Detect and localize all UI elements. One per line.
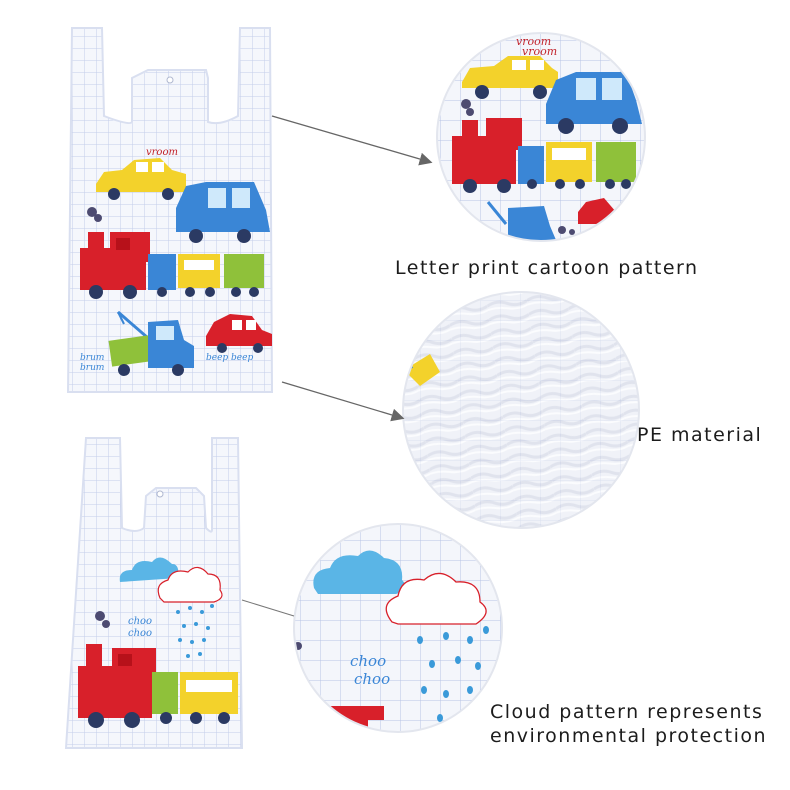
choo-text-zoom-2: choo <box>354 670 390 688</box>
caption-cloud-line2: environmental protection <box>490 725 768 747</box>
vroom-text-zoom: vroom <box>516 35 551 48</box>
bag-icon <box>66 27 274 393</box>
choo-text-2: choo <box>128 628 152 639</box>
train-icon <box>78 644 238 728</box>
zoom-circle-material <box>402 291 640 529</box>
car-icon <box>462 56 558 99</box>
caption-cloud: Cloud pattern represents environmental p… <box>490 700 767 748</box>
arrow-icon <box>281 381 405 422</box>
vroom-text: vroom <box>146 147 178 158</box>
car-icon <box>176 182 270 243</box>
caption-material: PE material <box>637 424 763 446</box>
truck-icon <box>108 310 194 376</box>
train-icon <box>80 232 264 299</box>
cloud-icon <box>119 557 179 582</box>
cloud-icon <box>157 566 223 603</box>
raindrop-icon <box>176 604 214 658</box>
arrow-icon <box>271 115 433 166</box>
zoom-circle-cartoon: vroom vroom <box>436 32 646 242</box>
caption-cloud-line1: Cloud pattern represents <box>490 701 764 723</box>
cloud-icon <box>385 572 487 625</box>
car-icon <box>206 314 272 353</box>
beep-text: beep beep <box>206 353 253 363</box>
cloud-icon <box>313 550 406 594</box>
car-icon <box>96 158 186 200</box>
zoom-circle-cloud: choo choo <box>293 523 503 733</box>
choo-text: choo <box>128 616 152 627</box>
brum-text-2: brum <box>80 363 104 373</box>
choo-text-zoom: choo <box>350 652 386 670</box>
bottom-bag: choo choo <box>64 437 244 749</box>
top-bag: vroom <box>66 27 274 393</box>
brum-text: brum <box>80 353 104 363</box>
arrow-icon <box>241 599 295 617</box>
caption-cartoon: Letter print cartoon pattern <box>395 257 699 279</box>
vroom-text-zoom-2: vroom <box>522 45 557 58</box>
car-icon <box>546 72 642 134</box>
train-icon <box>452 118 636 193</box>
